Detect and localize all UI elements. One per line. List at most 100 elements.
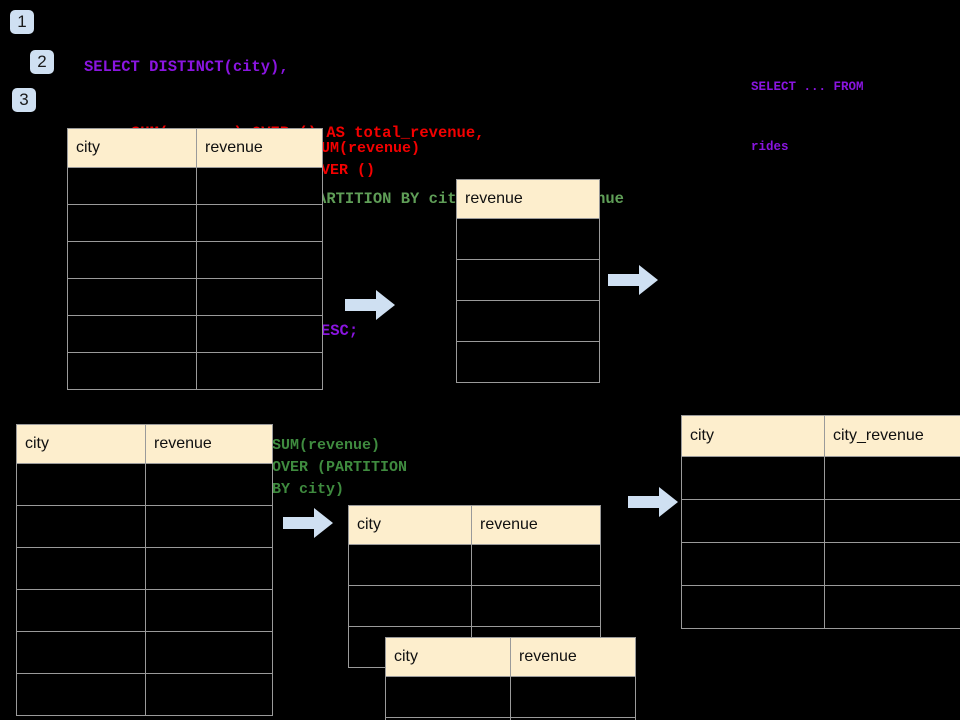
cell-revenue (456, 218, 600, 260)
table-row (681, 499, 960, 543)
cell-city (16, 631, 146, 674)
step-badge-1: 1 (10, 10, 34, 34)
annotation-total-window: SUM(revenue) OVER () (312, 140, 421, 179)
table-header-row: city city_revenue (681, 415, 960, 457)
cell-revenue (145, 463, 273, 506)
table-row (16, 631, 273, 674)
cell-revenue (471, 544, 601, 586)
arrow-source-to-partition (283, 508, 333, 538)
cell-city (681, 456, 825, 500)
table-header-row: city revenue (348, 505, 601, 545)
cell-revenue (145, 589, 273, 632)
rides-source-table-bottom: city revenue (16, 424, 273, 716)
cell-city (67, 241, 197, 279)
cell-revenue (456, 300, 600, 342)
table-row (456, 300, 600, 342)
column-header-city: city (16, 424, 146, 464)
cell-city-revenue (824, 456, 960, 500)
cell-city (67, 167, 197, 205)
cell-revenue (145, 547, 273, 590)
arrow-source-to-total (345, 290, 395, 320)
cell-city-revenue (824, 542, 960, 586)
sql-aside-line-2: rides (751, 140, 789, 154)
cell-city (67, 352, 197, 390)
cell-revenue (471, 585, 601, 627)
cell-revenue (145, 505, 273, 548)
cell-city (385, 676, 511, 718)
cell-revenue (196, 167, 323, 205)
column-header-city: city (681, 415, 825, 457)
sql-line-select: SELECT DISTINCT(city), (84, 58, 289, 76)
table-header-row: revenue (456, 179, 600, 219)
table-row (16, 673, 273, 716)
cell-revenue (456, 341, 600, 383)
table-header-row: city revenue (385, 637, 636, 677)
table-row (681, 456, 960, 500)
cell-city (16, 463, 146, 506)
table-row (67, 352, 323, 390)
column-header-revenue: revenue (196, 128, 323, 168)
table-row (681, 585, 960, 629)
result-city-revenue-table: city city_revenue (681, 415, 960, 629)
sql-aside-line-1: SELECT ... FROM (751, 80, 864, 94)
column-header-city: city (348, 505, 472, 545)
table-row (67, 278, 323, 316)
cell-city (681, 585, 825, 629)
table-row (456, 218, 600, 260)
table-row (16, 463, 273, 506)
cell-revenue (145, 631, 273, 674)
rides-source-table-top: city revenue (67, 128, 323, 390)
cell-revenue (510, 676, 636, 718)
cell-city (67, 278, 197, 316)
cell-city (16, 505, 146, 548)
cell-revenue (196, 315, 323, 353)
cell-city (681, 542, 825, 586)
column-header-city-revenue: city_revenue (824, 415, 960, 457)
cell-city-revenue (824, 499, 960, 543)
partition-table-front: city revenue (385, 637, 636, 720)
cell-revenue (510, 717, 636, 720)
cell-city (348, 585, 472, 627)
annotation-partition-window: SUM(revenue) OVER (PARTITION BY city) (272, 437, 408, 498)
sql-aside-block: SELECT ... FROM rides (751, 37, 864, 197)
step-badge-2: 2 (30, 50, 54, 74)
arrow-total-to-result (608, 265, 658, 295)
table-row (681, 542, 960, 586)
column-header-revenue: revenue (471, 505, 601, 545)
column-header-revenue: revenue (456, 179, 600, 219)
cell-revenue (145, 673, 273, 716)
table-row (456, 259, 600, 301)
cell-revenue (196, 352, 323, 390)
arrow-partition-to-result (628, 487, 678, 517)
table-row (67, 241, 323, 279)
column-header-city: city (385, 637, 511, 677)
cell-revenue (196, 241, 323, 279)
table-header-row: city revenue (67, 128, 323, 168)
cell-city (67, 204, 197, 242)
column-header-revenue: revenue (510, 637, 636, 677)
cell-revenue (456, 259, 600, 301)
table-row (385, 717, 636, 720)
table-row (456, 341, 600, 383)
step-badge-3: 3 (12, 88, 36, 112)
table-row (348, 585, 601, 627)
cell-city (681, 499, 825, 543)
cell-city (16, 547, 146, 590)
cell-city (67, 315, 197, 353)
column-header-revenue: revenue (145, 424, 273, 464)
cell-revenue (196, 278, 323, 316)
table-row (16, 505, 273, 548)
total-revenue-table: revenue (456, 179, 600, 383)
table-row (16, 547, 273, 590)
cell-city (348, 544, 472, 586)
table-row (16, 589, 273, 632)
table-header-row: city revenue (16, 424, 273, 464)
table-row (348, 544, 601, 586)
table-row (385, 676, 636, 718)
column-header-city: city (67, 128, 197, 168)
table-row (67, 204, 323, 242)
cell-city-revenue (824, 585, 960, 629)
table-row (67, 167, 323, 205)
table-row (67, 315, 323, 353)
cell-city (16, 673, 146, 716)
